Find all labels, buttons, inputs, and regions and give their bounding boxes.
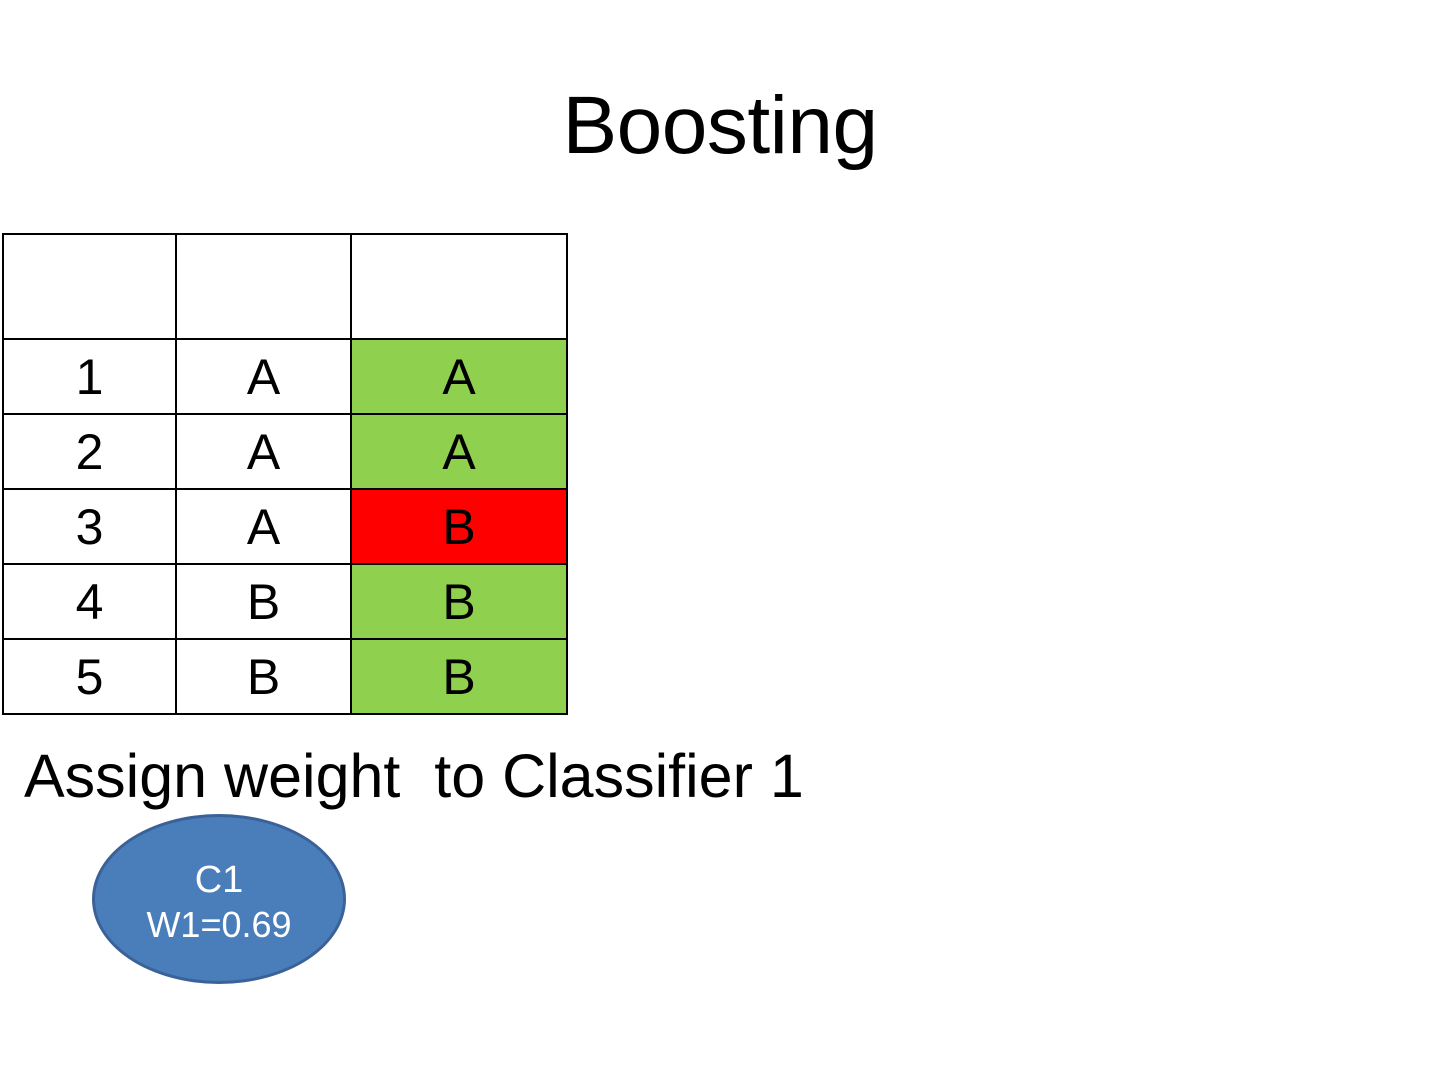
header-cell-true-label xyxy=(175,233,352,340)
cell-true-label: A xyxy=(175,413,352,490)
caption-text: Assign weight to Classifier 1 xyxy=(24,742,804,810)
cell-true-label: B xyxy=(175,638,352,715)
classifier-node-c1: C1 W1=0.69 xyxy=(92,814,346,984)
cell-predicted-label: B xyxy=(350,638,568,715)
cell-row-id: 3 xyxy=(2,488,177,565)
header-cell-id xyxy=(2,233,177,340)
classifier-node-label-group: C1 W1=0.69 xyxy=(140,858,298,947)
cell-true-label: B xyxy=(175,563,352,640)
cell-row-id: 1 xyxy=(2,338,177,415)
table-row: 3 A B xyxy=(2,488,568,565)
table-row: 2 A A xyxy=(2,413,568,490)
table-row: 5 B B xyxy=(2,638,568,715)
cell-row-id: 2 xyxy=(2,413,177,490)
page-title: Boosting xyxy=(562,80,878,171)
predictions-table: 1 A A 2 A A 3 A B 4 B B 5 B xyxy=(2,233,568,715)
cell-predicted-label: B xyxy=(350,563,568,640)
classifier-name-label: C1 xyxy=(194,858,244,901)
table-header-row xyxy=(2,233,568,340)
header-cell-predicted-label xyxy=(350,233,568,340)
cell-predicted-label: A xyxy=(350,413,568,490)
cell-predicted-label: A xyxy=(350,338,568,415)
table-row: 1 A A xyxy=(2,338,568,415)
cell-row-id: 5 xyxy=(2,638,177,715)
cell-predicted-label: B xyxy=(350,488,568,565)
classifier-weight-label: W1=0.69 xyxy=(146,903,292,945)
cell-true-label: A xyxy=(175,338,352,415)
cell-row-id: 4 xyxy=(2,563,177,640)
cell-true-label: A xyxy=(175,488,352,565)
table-row: 4 B B xyxy=(2,563,568,640)
